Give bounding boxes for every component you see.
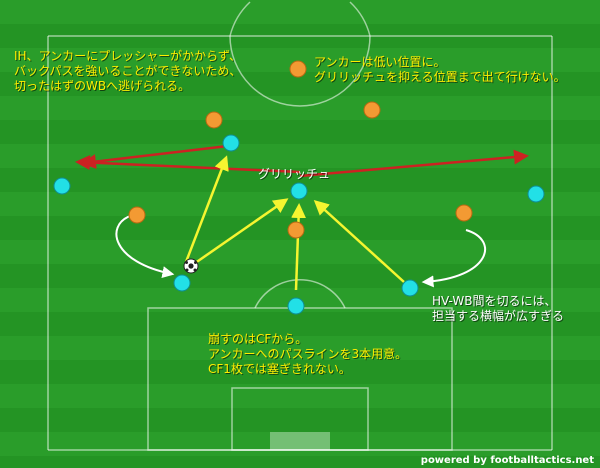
cf-note-line-1: 崩すのはCFから。	[208, 332, 308, 346]
opponent-player	[205, 111, 223, 129]
center-circle-upper-right	[349, 1, 371, 37]
ball-icon	[183, 258, 199, 274]
team-player	[401, 279, 419, 297]
run-arrow-left-lower	[81, 144, 229, 170]
player-label: グリリッチュ	[258, 167, 331, 181]
team-player	[527, 185, 545, 203]
pass-arrow-center-to-anchor	[291, 203, 307, 291]
cf-note-line-2: アンカーへのパスラインを3本用意。	[208, 347, 408, 361]
opponent-player	[289, 60, 307, 78]
opponent-player	[363, 101, 381, 119]
penalty-area	[147, 307, 453, 451]
anchor-note-line-1: アンカーは低い位置に。	[314, 55, 446, 69]
team-player	[222, 134, 240, 152]
ih-note-line-1: IH、アンカーにプレッシャーがかからず、	[14, 49, 242, 63]
center-circle-upper	[229, 1, 251, 37]
opponent-player	[287, 221, 305, 239]
ih-note-line-2: バックパスを強いることができないため、	[14, 64, 242, 78]
pass-arrow-right-to-anchor	[313, 199, 405, 283]
center-circle	[229, 35, 371, 107]
hv-wb-note-line-2: 担当する横幅が広すぎる	[432, 309, 565, 323]
anchor-note-line-2: グリリッチュを抑える位置まで出て行けない。	[314, 70, 566, 84]
ih-pressure-note: IH、アンカーにプレッシャーがかからず、 バックパスを強いることができないため、…	[14, 49, 241, 94]
credit-text: powered by footballtactics.net	[420, 455, 594, 466]
opponent-player	[128, 206, 146, 224]
penalty-arc	[254, 279, 346, 309]
cf-note-line-3: CF1枚では塞ぎきれない。	[208, 362, 351, 376]
anchor-note: アンカーは低い位置に。 グリリッチュを抑える位置まで出て行けない。	[314, 55, 566, 85]
run-arrow-right	[299, 149, 529, 178]
run-arrow-left-upper	[75, 155, 301, 174]
team-player	[287, 297, 305, 315]
pass-arrow-to-ih	[184, 155, 229, 263]
hv-wb-note: HV-WB間を切るには、 担当する横幅が広すぎる	[432, 294, 564, 324]
cf-note: 崩すのはCFから。 アンカーへのパスラインを3本用意。 CF1枚では塞ぎきれない…	[208, 332, 407, 377]
pass-arrow-left-to-anchor	[187, 198, 289, 270]
team-player	[53, 177, 71, 195]
hv-wb-note-line-1: HV-WB間を切るには、	[432, 294, 557, 308]
pitch-markings	[47, 1, 553, 451]
movement-arrow-left	[115, 215, 175, 278]
goal	[270, 432, 330, 450]
opponent-player	[455, 204, 473, 222]
anchor-player-grillitsch	[290, 182, 308, 200]
movement-arrow-right	[421, 229, 486, 288]
ih-note-line-3: 切ったはずのWBへ逃げられる。	[14, 79, 191, 93]
team-player	[173, 274, 191, 292]
goal-area	[231, 387, 369, 451]
